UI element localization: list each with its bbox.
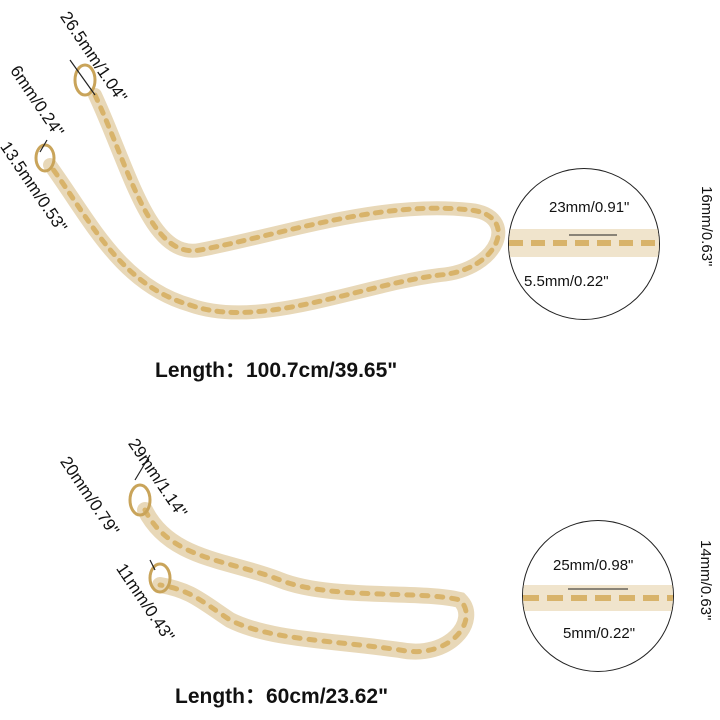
top-length-label: Length：: [155, 359, 246, 382]
bottom-length-label: Length：: [175, 685, 266, 708]
top-chain-width: 16mm/0.63": [698, 186, 715, 267]
top-length-value: 100.7cm/39.65": [245, 359, 398, 382]
clasp-icon: [34, 143, 56, 173]
clasp-icon: [148, 562, 172, 594]
dimension-lines: [39, 59, 156, 571]
top-chain: [34, 63, 506, 320]
bottom-chain: [128, 483, 475, 660]
clasp-icon: [128, 483, 152, 517]
top-detail-circle: 23mm/0.91" 5.5mm/0.22": [508, 168, 660, 320]
bottom-length: Length：60cm/23.62": [175, 680, 388, 710]
clasp-icon: [73, 63, 97, 97]
bottom-chain-width: 14mm/0.63": [697, 540, 714, 621]
top-length: Length：100.7cm/39.65": [155, 354, 397, 384]
bottom-length-value: 60cm/23.62": [265, 685, 389, 708]
bottom-link-thickness: 5mm/0.22": [563, 625, 636, 642]
top-link-length: 23mm/0.91": [549, 199, 630, 216]
bottom-detail-circle: 25mm/0.98" 5mm/0.22": [522, 520, 674, 672]
top-link-thickness: 5.5mm/0.22": [524, 273, 609, 290]
bottom-link-length: 25mm/0.98": [553, 557, 634, 574]
